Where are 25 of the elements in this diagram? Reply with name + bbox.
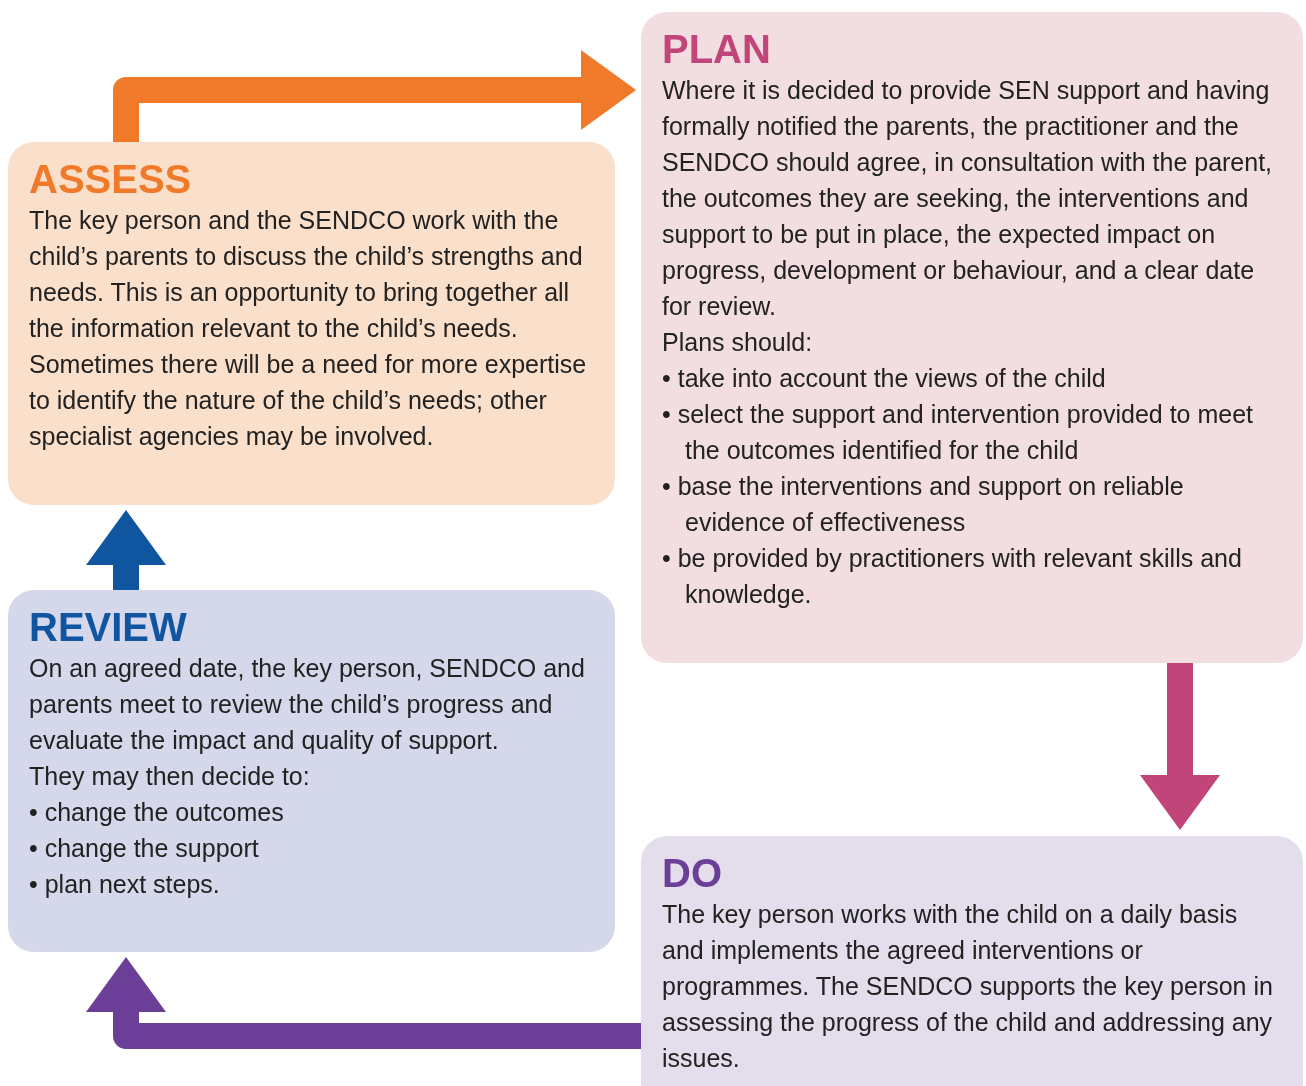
arrow <box>113 50 636 142</box>
arrow <box>86 510 166 590</box>
arrow <box>1140 663 1220 830</box>
stage-text: Plans should: <box>662 327 814 358</box>
bullet-point: • take into account the views of the child <box>662 363 1107 394</box>
stage-heading: DO <box>662 850 723 896</box>
bullet-point: • select the support and intervention provided to meet the outcomes identified for the child <box>662 399 1255 466</box>
stage-card <box>8 590 615 952</box>
stage-card <box>641 12 1303 663</box>
bullet-point: • plan next steps. <box>29 869 221 900</box>
bullet-point: • change the support <box>29 833 260 864</box>
stage-text: Where it is decided to provide SEN support and having formally notified the parents, the practitioner and the SENDCO should agree, in consultation with the parent, the outcomes they are seeking, the interventions and support to be put in place, the expected impact on progress, development or behaviour, and a clear date for review. <box>662 75 1274 322</box>
stage-text: The key person and the SENDCO work with the child’s parents to discuss the child’s strengths and needs. This is an opportunity to bring together all the information relevant to the child’s needs. Sometimes there will be a need for more expertise to identify the nature of the child’s needs; other specialist agencies may be involved. <box>29 205 588 452</box>
stage-text: They may then decide to: <box>29 761 311 792</box>
arrow <box>86 957 641 1049</box>
stage-heading: REVIEW <box>29 604 188 650</box>
stage-card <box>641 836 1303 1086</box>
stage-heading: ASSESS <box>29 156 193 202</box>
bullet-point: • base the interventions and support on reliable evidence of effectiveness <box>662 471 1185 538</box>
stage-heading: PLAN <box>662 26 772 72</box>
bullet-point: • be provided by practitioners with relevant skills and knowledge. <box>662 543 1243 610</box>
stage-text: On an agreed date, the key person, SENDCO and parents meet to review the child’s progress and evaluate the impact and quality of support. <box>29 653 586 756</box>
stage-card <box>8 142 615 505</box>
stage-text: The key person works with the child on a daily basis and implements the agreed interventions or programmes. The SENDCO supports the key person in assessing the progress of the child and addressing any issues. <box>662 899 1274 1074</box>
bullet-point: • change the outcomes <box>29 797 285 828</box>
